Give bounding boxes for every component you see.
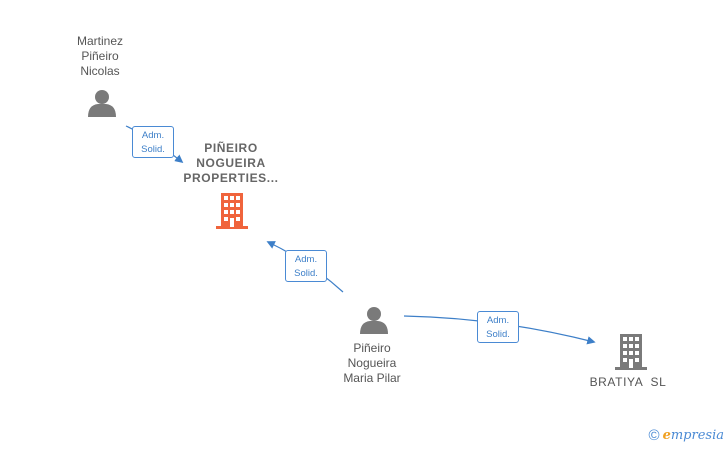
- relation-badge-martinez[interactable]: Adm. Solid.: [132, 126, 174, 158]
- relation-badge-maria-pilar-to-pineiro[interactable]: Adm. Solid.: [285, 250, 327, 282]
- label-line: Nicolas: [80, 64, 120, 78]
- label-line: Martinez: [76, 34, 123, 48]
- company-label-bratiya[interactable]: BRATIYA SL: [578, 375, 678, 390]
- label-line: Piñeiro: [81, 49, 119, 63]
- relation-subtype: Solid.: [141, 144, 165, 155]
- person-icon[interactable]: [87, 88, 117, 118]
- relation-subtype: Solid.: [294, 268, 318, 279]
- label-line: Nogueira: [347, 356, 397, 370]
- relation-type: Adm.: [141, 130, 165, 141]
- relation-subtype: Solid.: [486, 329, 510, 340]
- building-icon[interactable]: [216, 193, 248, 229]
- person-label-maria-pilar[interactable]: Piñeiro Nogueira Maria Pilar: [322, 341, 422, 386]
- person-label-martinez[interactable]: Martinez Piñeiro Nicolas: [52, 34, 148, 79]
- label-line: NOGUEIRA: [196, 156, 266, 170]
- label-line: Piñeiro: [353, 341, 391, 355]
- company-label-pineiro-properties[interactable]: PIÑEIRO NOGUEIRA PROPERTIES...: [166, 141, 296, 186]
- brand-name: empresia: [662, 428, 724, 443]
- relation-badge-maria-pilar-to-bratiya[interactable]: Adm. Solid.: [477, 311, 519, 343]
- relation-type: Adm.: [486, 315, 510, 326]
- label-line: BRATIYA SL: [589, 375, 667, 389]
- label-line: PROPERTIES...: [183, 171, 279, 185]
- relation-type: Adm.: [294, 254, 318, 265]
- label-line: PIÑEIRO: [204, 141, 258, 155]
- person-icon[interactable]: [359, 305, 389, 335]
- label-line: Maria Pilar: [343, 371, 401, 385]
- copyright-icon: ©: [648, 427, 660, 444]
- building-icon[interactable]: [615, 334, 647, 370]
- brand-logo: © empresia: [649, 427, 724, 444]
